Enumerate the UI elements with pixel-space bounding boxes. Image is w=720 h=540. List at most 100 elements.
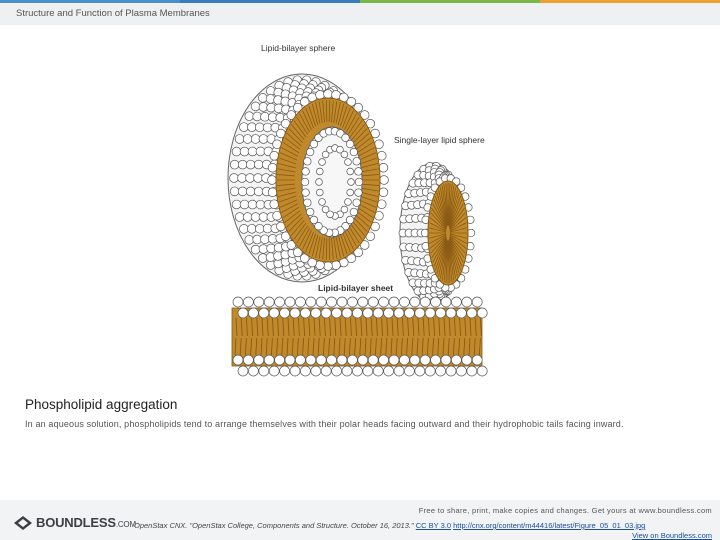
lipid-tail (355, 317, 358, 337)
lipid-head (258, 365, 270, 377)
lipid-tail (432, 203, 447, 229)
lipid-head (323, 89, 333, 99)
lipid-tail (355, 210, 372, 223)
label-bilayer-sphere: Lipid-bilayer sphere (261, 43, 335, 53)
lipid-tail (354, 132, 370, 147)
lipid-tail (432, 237, 447, 263)
lipid-tail (311, 235, 319, 257)
lipid-tail (369, 337, 372, 356)
lipid-head (279, 365, 290, 377)
caption-title: Phospholipid aggregation (25, 397, 178, 412)
lipid-tail (381, 317, 384, 337)
lipid-head (247, 146, 258, 157)
lipid-tail (307, 337, 310, 356)
lipid-tail (449, 227, 467, 233)
lipid-tail (396, 317, 399, 337)
lipid-tail (421, 337, 424, 356)
lipid-head (320, 307, 332, 319)
lipid-head (284, 354, 296, 366)
boundless-logo[interactable]: BOUNDLESS.COM (14, 515, 136, 530)
lipid-head (399, 296, 410, 308)
lipid-tail (235, 317, 238, 337)
lipid-head (301, 167, 310, 176)
lipid-tail (439, 240, 448, 279)
lipid-tail (265, 337, 268, 356)
lipid-tail (359, 157, 378, 165)
lipid-tail (328, 100, 331, 123)
lipid-tail (445, 240, 449, 283)
lipid-tail (360, 162, 378, 169)
lipid-head (309, 139, 319, 149)
lipid-tail (407, 317, 410, 337)
lipid-tail (375, 317, 378, 337)
lipid-tail (244, 337, 247, 356)
source-link[interactable]: http://cnx.org/content/m44416/latest/Fig… (453, 521, 646, 530)
lipid-tail (473, 337, 476, 356)
lipid-head (424, 365, 436, 377)
lipid-head (247, 199, 258, 210)
lipid-tail (359, 337, 362, 356)
lipid-tail (342, 107, 351, 129)
lipid-tail (433, 199, 447, 228)
lipid-tail (468, 337, 471, 356)
label-single-layer-sphere: Single-layer lipid sphere (394, 135, 485, 145)
lipid-tail (322, 100, 325, 123)
lipid-head (461, 354, 473, 366)
lipid-head (300, 365, 311, 377)
lipid-head (239, 224, 249, 234)
lipid-head (466, 307, 478, 319)
lipid-head (237, 159, 248, 170)
lipid-head (378, 354, 389, 366)
lipid-head (267, 163, 278, 173)
lipid-tail (453, 317, 456, 337)
lipid-tail (311, 103, 319, 125)
lipid-tail (339, 233, 348, 255)
lipid-head (456, 307, 467, 319)
lipid-head (243, 296, 254, 308)
lipid-tail (288, 128, 304, 143)
lipid-tail (360, 168, 379, 173)
accent-segment-1 (0, 0, 180, 3)
lipid-head (303, 198, 312, 207)
lipid-head (404, 307, 415, 319)
lipid-head (476, 365, 488, 377)
lipid-head (357, 354, 369, 366)
lipid-tail (349, 222, 363, 240)
lipid-tail (438, 317, 441, 337)
lipid-tail (328, 237, 331, 260)
lipid-tail (308, 233, 317, 255)
lipid-tail (317, 337, 320, 356)
lipid-tail (284, 210, 301, 223)
lipid-tail (452, 337, 455, 356)
lipid-tail (292, 317, 295, 337)
lipid-head (239, 146, 250, 157)
lipid-tail (429, 217, 447, 231)
lipid-tail (261, 317, 264, 337)
lipid-head (258, 134, 269, 144)
lipid-head (310, 307, 322, 319)
accent-segment-2 (180, 0, 360, 3)
lipid-head (445, 307, 457, 319)
lipid-head (268, 365, 280, 377)
lipid-tail (313, 317, 316, 337)
lipid-head (456, 365, 467, 377)
lipid-head (362, 365, 374, 377)
lipid-tail (360, 174, 379, 177)
lipid-head (466, 365, 478, 377)
view-on-boundless-link[interactable]: View on Boundless.com (632, 531, 712, 540)
license-link[interactable]: CC BY 3.0 (415, 521, 452, 530)
lipid-head (419, 354, 431, 366)
lipid-head (253, 159, 264, 170)
slide-header: Structure and Function of Plasma Membran… (0, 3, 720, 25)
lipid-head (253, 296, 265, 308)
lipid-tail (325, 237, 328, 260)
lipid-head (253, 173, 263, 183)
lipid-tail (318, 101, 323, 123)
lipid-head (300, 307, 311, 319)
lipid-tail (478, 337, 481, 356)
lipid-head (247, 122, 257, 132)
lipid-tail (439, 187, 448, 226)
lipid-head (354, 177, 364, 187)
lipid-tail (339, 317, 342, 337)
lipid-tail (412, 317, 415, 337)
